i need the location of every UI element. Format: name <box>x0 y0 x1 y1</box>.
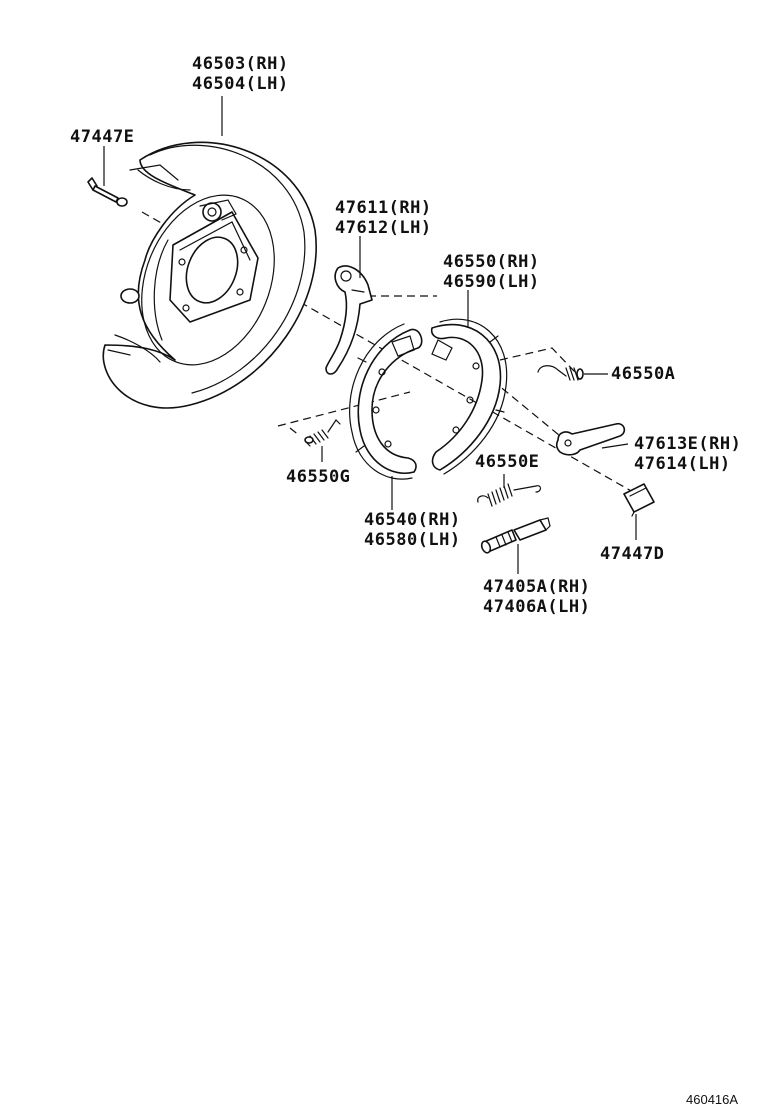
label-46550-rh: 46550(RH) <box>443 252 540 272</box>
label-46550e: 46550E <box>475 452 539 472</box>
label-47406a-lh: 47406A(LH) <box>483 597 590 617</box>
label-47405a-rh: 47405A(RH) <box>483 577 590 597</box>
leader-lines <box>103 96 637 574</box>
label-47613e-rh: 47613E(RH) <box>634 434 741 454</box>
label-46550a: 46550A <box>611 364 675 384</box>
spring-46550g <box>304 419 341 447</box>
label-46540-rh: 46540(RH) <box>364 510 461 530</box>
figure-id: 460416A <box>686 1092 738 1107</box>
spring-46550e <box>477 483 542 507</box>
brake-shoe-rear <box>430 318 508 475</box>
label-46580-lh: 46580(LH) <box>364 530 461 550</box>
label-46504-lh: 46504(LH) <box>192 74 289 94</box>
strut-47613e <box>555 422 626 456</box>
part-labels: 46503(RH) 46504(LH) 47447E 47611(RH) 476… <box>70 54 741 617</box>
backing-plate <box>102 141 317 409</box>
brake-shoe-front <box>349 323 423 480</box>
label-46550g: 46550G <box>286 467 350 487</box>
clip-47447d <box>623 483 655 517</box>
adjuster-47405a <box>480 517 551 554</box>
parking-brake-lever <box>325 265 373 375</box>
label-46590-lh: 46590(LH) <box>443 272 540 292</box>
label-47614-lh: 47614(LH) <box>634 454 731 474</box>
label-47447e: 47447E <box>70 127 134 147</box>
label-46503-rh: 46503(RH) <box>192 54 289 74</box>
bolt-47447e <box>87 177 128 207</box>
label-47611-rh: 47611(RH) <box>335 198 432 218</box>
spring-46550a <box>537 365 584 381</box>
label-47447d: 47447D <box>600 544 664 564</box>
label-47612-lh: 47612(LH) <box>335 218 432 238</box>
